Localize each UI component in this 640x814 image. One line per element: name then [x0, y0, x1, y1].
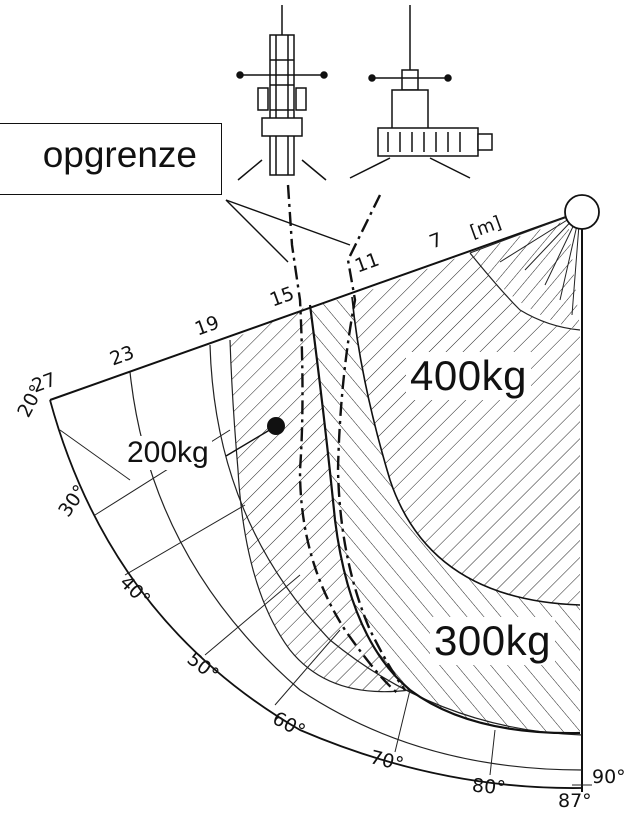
zone-200-label: 200kg — [124, 436, 212, 470]
reach-baseline — [49, 211, 581, 401]
limit-line-left — [286, 184, 401, 696]
zone-400-hatch — [352, 220, 580, 605]
callout-leaders — [225, 199, 351, 263]
load-marker-dot — [267, 417, 285, 435]
angle-tick-80: 80° — [471, 774, 507, 800]
boundary-300-outer — [308, 304, 581, 735]
reach-arcs — [129, 252, 583, 771]
angle-tick-90: 90° — [592, 766, 626, 788]
crane-side-view-icon — [349, 5, 493, 179]
zone-300-label: 300kg — [430, 617, 555, 665]
angle-tick-87: 87° — [558, 790, 592, 812]
crane-front-view-icon — [236, 5, 328, 181]
marker-leader — [225, 427, 274, 457]
zone-400-label: 400kg — [406, 352, 531, 400]
pivot-circle — [564, 194, 600, 230]
angle-ticks — [59, 429, 592, 786]
angle-arc — [49, 399, 583, 789]
callout-box: opgrenze — [0, 123, 222, 195]
callout-text: opgrenze — [42, 134, 197, 175]
limit-line-right — [336, 194, 406, 691]
zone-200-hatch — [230, 305, 410, 692]
boundary-300-400 — [351, 296, 581, 606]
